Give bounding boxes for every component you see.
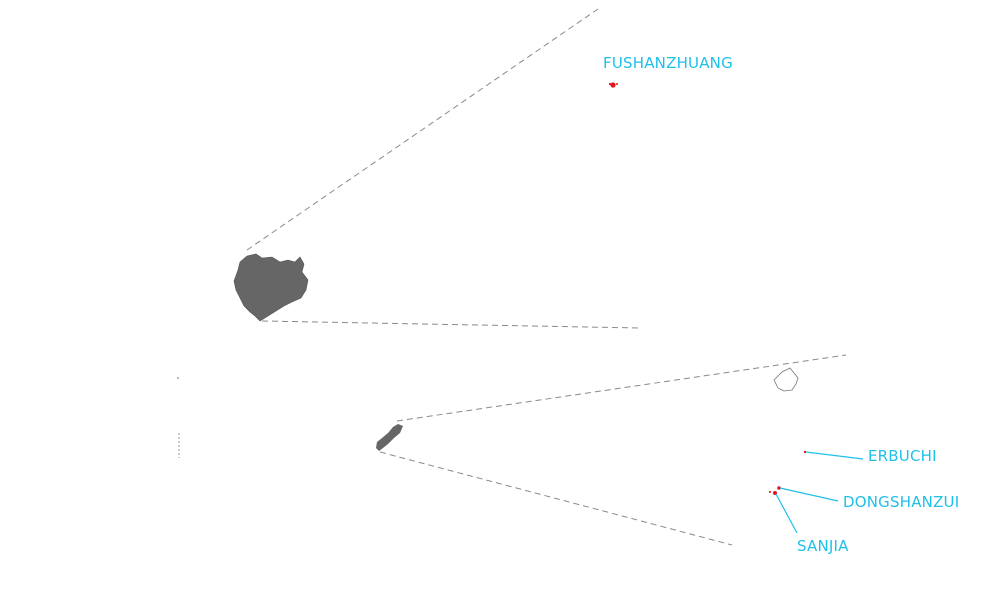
leader-erbuchi	[805, 451, 864, 460]
guide-line-upper-top	[246, 8, 599, 251]
edge-fragments	[177, 377, 180, 458]
outlined-island	[773, 367, 799, 392]
label-dongshanzui[interactable]: DONGSHANZUI	[843, 493, 959, 511]
marker-fushanzhuang[interactable]	[608, 82, 618, 88]
site-markers	[608, 82, 807, 495]
county-landmass	[233, 253, 309, 322]
label-sanjia[interactable]: SANJIA	[797, 537, 849, 555]
leader-dongshanzui	[779, 487, 839, 502]
label-erbuchi[interactable]: ERBUCHI	[868, 447, 937, 465]
guide-line-lower-bottom	[379, 451, 733, 546]
projection-guides	[246, 8, 847, 546]
island-landmass	[376, 424, 403, 451]
leader-sanjia	[775, 493, 798, 534]
guide-line-upper-bottom	[261, 320, 641, 329]
label-leaders	[775, 451, 864, 534]
guide-line-lower-top	[396, 354, 847, 422]
marker-dongshanzui[interactable]	[777, 486, 781, 490]
place-labels: FUSHANZHUANG ERBUCHI DONGSHANZUI SANJIA	[603, 54, 959, 555]
marker-erbuchi[interactable]	[803, 450, 807, 454]
label-fushanzhuang[interactable]: FUSHANZHUANG	[603, 54, 733, 72]
